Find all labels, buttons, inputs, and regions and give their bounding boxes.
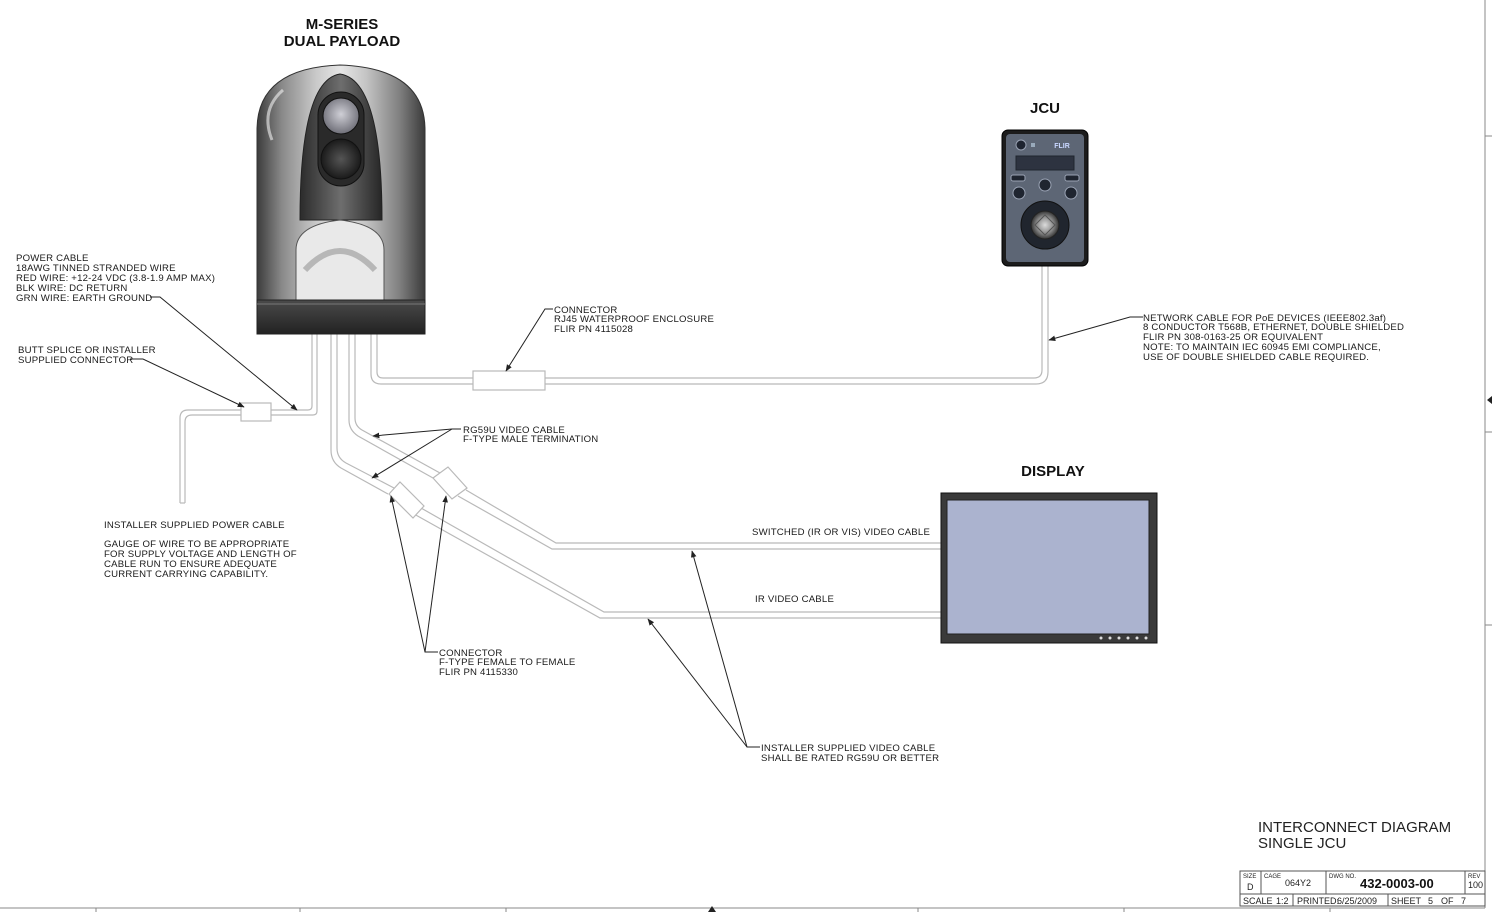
camera-title-2: DUAL PAYLOAD: [284, 33, 401, 50]
note-line: POWER CABLE: [16, 253, 89, 264]
camera-title-1: M-SERIES: [306, 16, 379, 33]
note-line: RJ45 WATERPROOF ENCLOSURE: [554, 314, 714, 325]
jcu-brand: FLIR: [1054, 143, 1070, 150]
tb-sheet: 5: [1428, 896, 1433, 906]
tb-cage: 064Y2: [1285, 878, 1311, 888]
cables: [179, 263, 1049, 619]
note-rj45-connector: CONNECTOR RJ45 WATERPROOF ENCLOSURE FLIR…: [554, 305, 714, 335]
joystick-icon: [1030, 210, 1060, 240]
note-butt-splice: BUTT SPLICE OR INSTALLER SUPPLIED CONNEC…: [18, 345, 156, 366]
note-installer-power: INSTALLER SUPPLIED POWER CABLE GAUGE OF …: [104, 520, 297, 580]
display-title: DISPLAY: [1021, 463, 1085, 480]
note-line: CABLE RUN TO ENSURE ADEQUATE: [104, 559, 277, 570]
butt-splice: [240, 402, 272, 422]
note-line: GRN WIRE: EARTH GROUND: [16, 293, 152, 304]
tb-scale: 1:2: [1276, 896, 1289, 906]
note-line: INSTALLER SUPPLIED VIDEO CABLE: [761, 743, 935, 754]
tb-dwg-no: 432-0003-00: [1360, 876, 1434, 891]
note-line: F-TYPE MALE TERMINATION: [463, 434, 598, 445]
note-line: FOR SUPPLY VOLTAGE AND LENGTH OF: [104, 549, 297, 560]
note-line: RG59U VIDEO CABLE: [463, 425, 565, 436]
note-f-connector: CONNECTOR F-TYPE FEMALE TO FEMALE FLIR P…: [439, 648, 575, 678]
note-line: CONNECTOR: [554, 305, 617, 316]
note-line: INSTALLER SUPPLIED POWER CABLE: [104, 520, 285, 531]
tb-rev: 100: [1468, 880, 1483, 890]
m-series-camera: M-SERIES DUAL PAYLOAD: [256, 16, 426, 335]
display-monitor: DISPLAY: [940, 463, 1158, 644]
drawing-title: INTERCONNECT DIAGRAM SINGLE JCU: [1258, 819, 1451, 852]
tb-printed: 6/25/2009: [1337, 896, 1377, 906]
note-line: USE OF DOUBLE SHIELDED CABLE REQUIRED.: [1143, 352, 1369, 363]
note-line: SUPPLIED CONNECTOR: [18, 355, 133, 366]
note-line: GAUGE OF WIRE TO BE APPROPRIATE: [104, 539, 289, 550]
label-ir-video: IR VIDEO CABLE: [755, 594, 834, 605]
note-rg59u: RG59U VIDEO CABLE F-TYPE MALE TERMINATIO…: [463, 425, 598, 445]
rj45-connector: [472, 370, 546, 391]
note-line: FLIR PN 308-0163-25 OR EQUIVALENT: [1143, 332, 1323, 343]
f-connector-ir: [388, 481, 425, 519]
note-line: FLIR PN 4115330: [439, 667, 518, 678]
tb-dwg-label: DWG NO.: [1329, 874, 1356, 880]
note-line: SHALL BE RATED RG59U OR BETTER: [761, 753, 939, 764]
note-line: RED WIRE: +12-24 VDC (3.8-1.9 AMP MAX): [16, 273, 215, 284]
label-switched-video: SWITCHED (IR OR VIS) VIDEO CABLE: [752, 527, 930, 538]
tb-size: D: [1247, 882, 1254, 892]
tb-size-label: SIZE: [1243, 874, 1256, 880]
note-line: BUTT SPLICE OR INSTALLER: [18, 345, 156, 356]
tb-scale-label: SCALE: [1243, 896, 1273, 906]
note-line: 8 CONDUCTOR T568B, ETHERNET, DOUBLE SHIE…: [1143, 322, 1404, 333]
display-screen: [946, 499, 1150, 635]
tb-cage-label: CAGE: [1264, 874, 1281, 880]
leader-lines: [130, 296, 1143, 748]
tb-sheet-label: SHEET: [1391, 896, 1422, 906]
tb-of-label: OF: [1441, 896, 1454, 906]
note-line: BLK WIRE: DC RETURN: [16, 283, 127, 294]
note-network-cable: NETWORK CABLE FOR PoE DEVICES (IEEE802.3…: [1143, 313, 1404, 363]
jcu-controller: JCU FLIR: [1001, 100, 1089, 267]
note-line: F-TYPE FEMALE TO FEMALE: [439, 657, 575, 668]
tb-rev-label: REV: [1468, 874, 1480, 880]
note-line: NETWORK CABLE FOR PoE DEVICES (IEEE802.3…: [1143, 313, 1386, 324]
note-line: CONNECTOR: [439, 648, 502, 659]
note-power-cable: POWER CABLE 18AWG TINNED STRANDED WIRE R…: [16, 253, 215, 304]
tb-sheet-total: 7: [1461, 896, 1466, 906]
note-line: CURRENT CARRYING CAPABILITY.: [104, 569, 268, 580]
note-installer-video: INSTALLER SUPPLIED VIDEO CABLE SHALL BE …: [761, 743, 939, 764]
title-block: SIZE D CAGE 064Y2 DWG NO. 432-0003-00 RE…: [1239, 870, 1486, 907]
jcu-screen: [1015, 155, 1075, 171]
drawing-title-line: INTERCONNECT DIAGRAM: [1258, 819, 1451, 836]
drawing-title-line: SINGLE JCU: [1258, 835, 1346, 852]
tb-printed-label: PRINTED:: [1297, 896, 1339, 906]
power-button-icon: [1015, 139, 1027, 151]
note-line: FLIR PN 4115028: [554, 324, 633, 335]
jcu-title: JCU: [1030, 100, 1060, 117]
note-line: 18AWG TINNED STRANDED WIRE: [16, 263, 176, 274]
note-line: NOTE: TO MAINTAIN IEC 60945 EMI COMPLIAN…: [1143, 342, 1381, 353]
f-connector-switched: [432, 466, 468, 500]
